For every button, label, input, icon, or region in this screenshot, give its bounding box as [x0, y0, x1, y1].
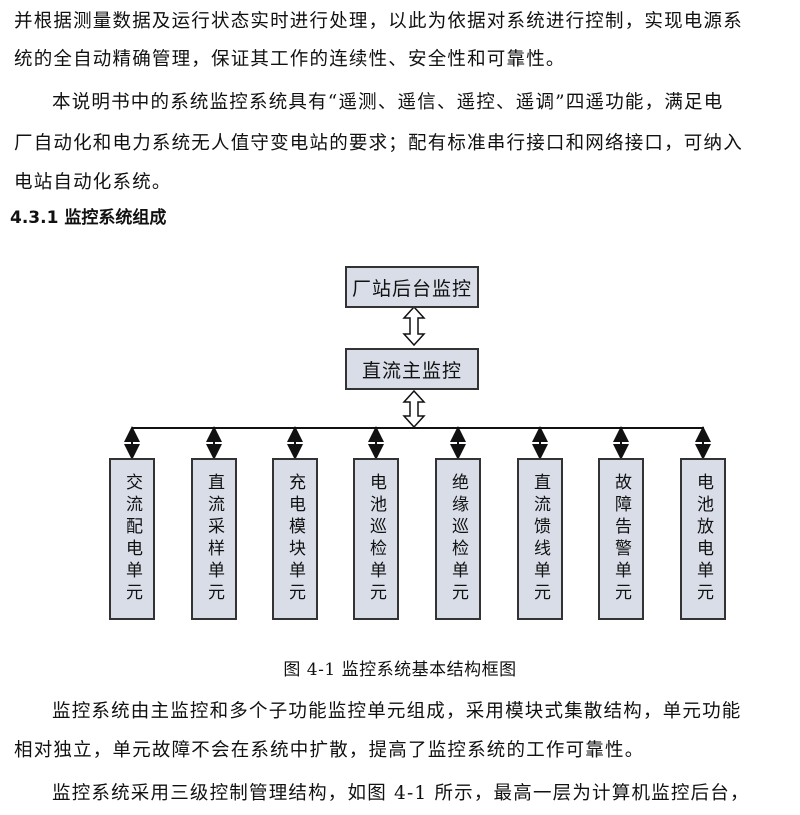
figure-caption: 图 4-1 监控系统基本结构框图: [283, 660, 517, 680]
paragraph-line: 本说明书中的系统监控系统具有“遥测、遥信、遥控、遥调”四遥功能，满足电: [52, 92, 724, 113]
unit-insulation-inspection: 绝缘巡检单元: [435, 458, 481, 620]
unit-fault-alarm: 故障告警单元: [598, 458, 644, 620]
double-arrow-top: [402, 305, 426, 347]
double-arrow-main: [402, 389, 426, 429]
unit-charging-module: 充电模块单元: [272, 458, 318, 620]
unit-battery-discharge: 电池放电单元: [680, 458, 726, 620]
paragraph-line: 电站自动化系统。: [14, 172, 172, 193]
unit-dc-sampling: 直流采样单元: [191, 458, 237, 620]
paragraph-line: 相对独立，单元故障不会在系统中扩散，提高了监控系统的工作可靠性。: [14, 740, 645, 761]
dc-main-monitor-box: 直流主监控: [345, 348, 479, 390]
paragraph-line: 监控系统采用三级控制管理结构，如图 4-1 所示，最高一层为计算机监控后台，: [52, 783, 750, 804]
paragraph-line: 监控系统由主监控和多个子功能监控单元组成，采用模块式集散结构，单元功能: [52, 701, 742, 722]
unit-ac-distribution: 交流配电单元: [109, 458, 155, 620]
paragraph-line: 并根据测量数据及运行状态实时进行处理，以此为依据对系统进行控制，实现电源系: [14, 11, 743, 32]
plant-backend-monitor-box: 厂站后台监控: [345, 266, 479, 308]
paragraph-line: 统的全自动精确管理，保证其工作的连续性、安全性和可靠性。: [14, 49, 566, 70]
unit-battery-inspection: 电池巡检单元: [353, 458, 399, 620]
unit-connectors: [124, 426, 711, 460]
section-title: 4.3.1 监控系统组成: [10, 208, 167, 228]
unit-dc-feeder: 直流馈线单元: [517, 458, 563, 620]
paragraph-line: 厂自动化和电力系统无人值守变电站的要求；配有标准串行接口和网络接口，可纳入: [14, 133, 743, 154]
